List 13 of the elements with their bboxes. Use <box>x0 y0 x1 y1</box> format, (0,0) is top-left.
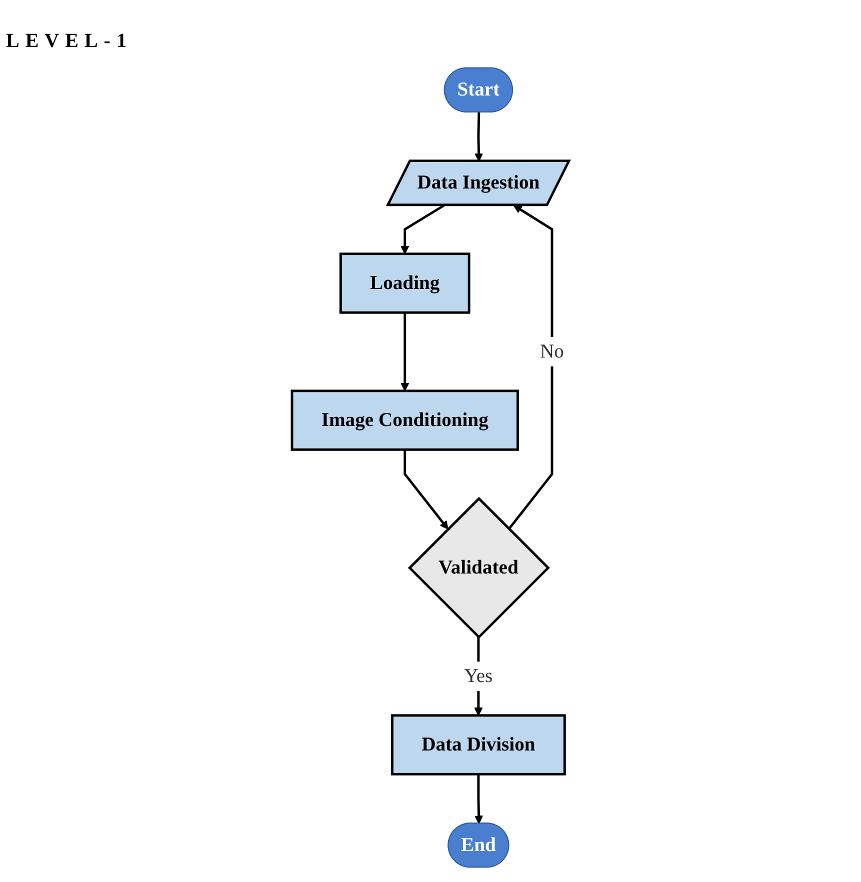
arrow <box>474 774 484 824</box>
arrow <box>508 204 554 530</box>
arrow <box>474 112 484 162</box>
diagram-title: LEVEL-1 <box>6 30 132 53</box>
node-box: Image Conditioning <box>290 390 519 451</box>
node-diamond: Validated <box>408 496 550 639</box>
node-box: Data Division <box>391 714 566 776</box>
edge-label: Yes <box>464 666 493 688</box>
arrow <box>404 450 448 530</box>
arrow <box>400 312 410 392</box>
edge-label: No <box>540 340 564 362</box>
node-box: Loading <box>339 252 470 314</box>
arrow <box>400 204 445 254</box>
